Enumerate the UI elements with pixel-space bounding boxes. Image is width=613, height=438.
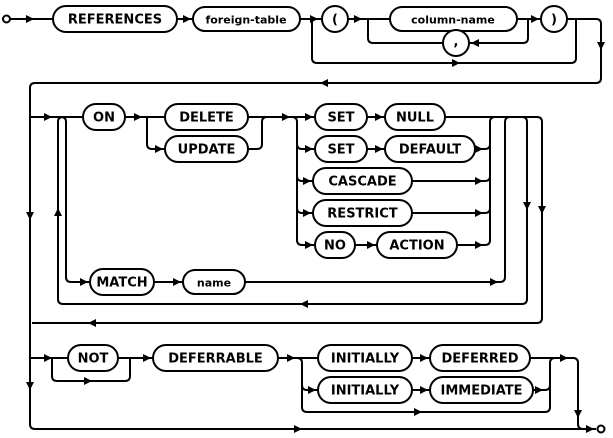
node-action-label: ACTION	[389, 239, 444, 254]
main-rail	[29, 18, 602, 430]
branch-elbow-immediate	[301, 384, 318, 391]
node-restrict-label: RESTRICT	[327, 207, 398, 222]
node-initially-2: INITIALLY	[317, 376, 413, 404]
branch-elbow-setdefault	[296, 143, 315, 150]
node-set-2-label: SET	[327, 143, 354, 158]
node-set-2: SET	[314, 135, 368, 163]
initially-merge-vertical	[549, 357, 556, 407]
node-references-label: REFERENCES	[68, 13, 162, 28]
node-on: ON	[82, 103, 126, 131]
parens-bypass	[311, 19, 577, 64]
node-foreign-table: foreign-table	[192, 6, 301, 32]
node-initially-2-label: INITIALLY	[331, 384, 400, 399]
node-not-label: NOT	[78, 352, 109, 367]
node-references: REFERENCES	[52, 5, 178, 33]
initially-skip	[296, 357, 551, 413]
node-cascade-label: CASCADE	[328, 175, 396, 190]
node-immediate: IMMEDIATE	[429, 376, 534, 404]
node-initially-1: INITIALLY	[317, 344, 413, 372]
update-merge	[248, 116, 268, 150]
node-not: NOT	[67, 344, 119, 372]
branch-elbow-cascade	[296, 175, 313, 182]
node-set-1-label: SET	[327, 111, 354, 126]
node-cascade: CASCADE	[312, 167, 413, 195]
node-update: UPDATE	[164, 135, 249, 163]
node-restrict: RESTRICT	[312, 199, 413, 227]
node-deferrable: DEFERRABLE	[152, 344, 279, 372]
node-column-name-label: column-name	[411, 14, 495, 27]
node-deferrable-label: DEFERRABLE	[168, 352, 263, 367]
connector-lines	[10, 18, 602, 430]
node-foreign-table-label: foreign-table	[205, 14, 286, 27]
node-lparen-label: (	[332, 13, 338, 28]
group-exit	[32, 116, 543, 324]
node-comma: ,	[442, 29, 470, 57]
node-delete: DELETE	[164, 103, 249, 131]
node-deferred-label: DEFERRED	[441, 352, 518, 367]
node-deferred: DEFERRED	[429, 344, 531, 372]
defer-exit	[530, 357, 584, 430]
start-terminal-icon	[2, 14, 11, 24]
node-match-label: MATCH	[96, 276, 147, 291]
end-terminal-icon	[596, 424, 606, 434]
action-collector	[457, 116, 496, 246]
node-lparen: (	[321, 5, 349, 33]
node-update-label: UPDATE	[178, 143, 236, 158]
node-default: DEFAULT	[384, 135, 476, 163]
node-immediate-label: IMMEDIATE	[440, 384, 522, 399]
node-no-label: NO	[324, 239, 346, 254]
match-branch	[60, 116, 90, 283]
branch-elbow-restrict	[296, 207, 313, 214]
node-delete-label: DELETE	[179, 111, 234, 126]
repeat-loopback	[57, 116, 528, 305]
node-null: NULL	[384, 103, 446, 131]
actions-branch	[291, 116, 315, 246]
node-match: MATCH	[89, 268, 155, 296]
node-action: ACTION	[376, 231, 458, 259]
node-set-1: SET	[314, 103, 368, 131]
match-merge	[245, 116, 511, 283]
arrowheads	[26, 15, 605, 433]
node-no: NO	[314, 231, 356, 259]
update-branch	[146, 117, 165, 150]
node-initially-1-label: INITIALLY	[331, 352, 400, 367]
node-name-label: name	[197, 277, 231, 290]
node-rparen: )	[540, 5, 568, 33]
node-column-name: column-name	[389, 6, 518, 32]
node-rparen-label: )	[551, 13, 557, 28]
node-name: name	[182, 269, 246, 295]
node-default-label: DEFAULT	[399, 143, 461, 158]
node-null-label: NULL	[396, 111, 434, 126]
node-comma-label: ,	[454, 35, 459, 50]
node-on-label: ON	[93, 111, 115, 126]
